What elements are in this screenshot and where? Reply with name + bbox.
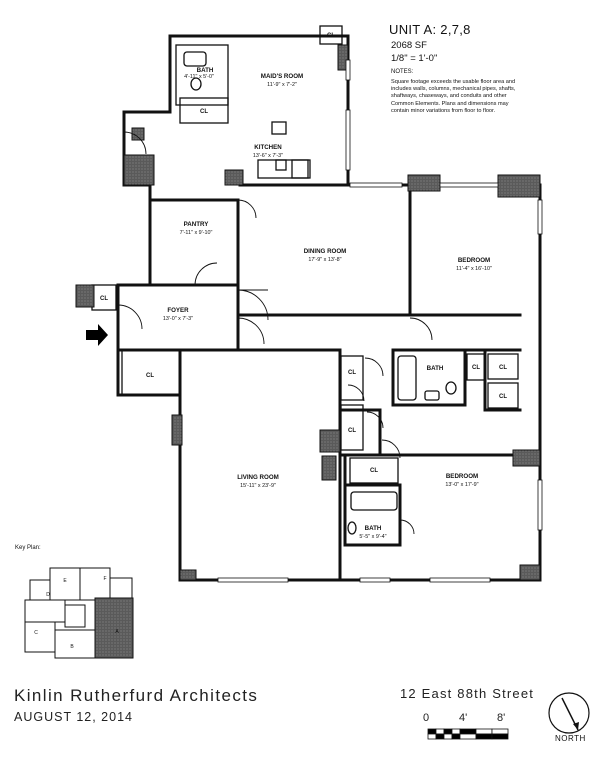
closet-label: CL <box>472 365 480 371</box>
scale-tick-0: 0 <box>423 712 430 724</box>
living-room-dims: 15'-11" x 23'-9" <box>240 483 276 489</box>
pantry-dims: 7'-11" x 9'-10" <box>180 230 213 236</box>
architect-name: Kinlin Rutherfurd Architects <box>14 686 259 705</box>
closet-label: CL <box>146 373 154 379</box>
living-room-name: LIVING ROOM <box>237 474 279 481</box>
closet-label: CL <box>348 428 356 434</box>
bedroom-1-name: BEDROOM <box>458 257 490 264</box>
closet-label: CL <box>370 468 378 474</box>
dining-room-dims: 17'-9" x 13'-8" <box>308 257 341 263</box>
key-plan: E F D C B A <box>24 567 134 659</box>
walls <box>116 34 542 582</box>
north-arrow-icon <box>548 692 590 734</box>
entrance-arrow-icon <box>86 324 108 346</box>
foyer-dims: 13'-0" x 7'-3" <box>163 316 193 322</box>
notes-text: Square footage exceeds the usable floor … <box>391 79 516 114</box>
kitchen-name: KITCHEN <box>254 144 282 151</box>
key-plan-unit-b: B <box>70 644 74 650</box>
unit-area: 2068 SF <box>391 40 427 51</box>
key-plan-unit-d: D <box>46 592 50 598</box>
bedroom-2-name: BEDROOM <box>446 473 478 480</box>
bath-3-dims: 5'-5" x 9'-4" <box>359 534 386 540</box>
room-labels: MAID'S ROOM 11'-9" x 7'-2" BATH 4'-11" x… <box>163 67 492 540</box>
maids-bath-dims: 4'-11" x 5'-0" <box>184 74 214 80</box>
scale-bar <box>427 728 509 740</box>
key-plan-unit-f: F <box>103 576 106 582</box>
closet-label: CL <box>499 365 507 371</box>
key-plan-unit-e: E <box>63 578 67 584</box>
key-plan-unit-a: A <box>115 629 119 635</box>
foyer-name: FOYER <box>167 307 189 314</box>
closet-label: CL <box>200 109 208 115</box>
unit-title: UNIT A: 2,7,8 <box>389 22 471 37</box>
maids-bath-name: BATH <box>197 67 214 74</box>
north-label: NORTH <box>555 734 586 743</box>
closet-label: CL <box>499 394 507 400</box>
building-address: 12 East 88th Street <box>400 686 535 701</box>
closet-label: CL <box>327 33 335 39</box>
dining-room-name: DINING ROOM <box>304 248 347 255</box>
drawing-date: AUGUST 12, 2014 <box>14 710 133 724</box>
scale-tick-4: 4' <box>459 712 468 724</box>
kitchen-dims: 13'-6" x 7'-3" <box>253 153 283 159</box>
key-plan-label: Key Plan: <box>15 545 41 551</box>
bedroom-1-dims: 11'-4" x 16'-10" <box>456 266 492 272</box>
pantry-name: PANTRY <box>184 221 210 228</box>
maids-room-name: MAID'S ROOM <box>261 73 303 80</box>
scale-tick-8: 8' <box>497 712 506 724</box>
bedroom-2-dims: 13'-0" x 17'-9" <box>445 482 478 488</box>
key-plan-unit-c: C <box>34 630 38 636</box>
closet-label: CL <box>100 296 108 302</box>
closet-label: CL <box>348 370 356 376</box>
bath-2-name: BATH <box>427 365 444 372</box>
notes-heading: NOTES: <box>391 69 414 75</box>
bath-3-name: BATH <box>365 525 382 532</box>
closet-labels: CL CL CL CL CL CL CL CL CL CL <box>100 33 507 474</box>
drawing-scale: 1/8" = 1'-0" <box>391 53 438 64</box>
maids-room-dims: 11'-9" x 7'-2" <box>267 82 297 88</box>
